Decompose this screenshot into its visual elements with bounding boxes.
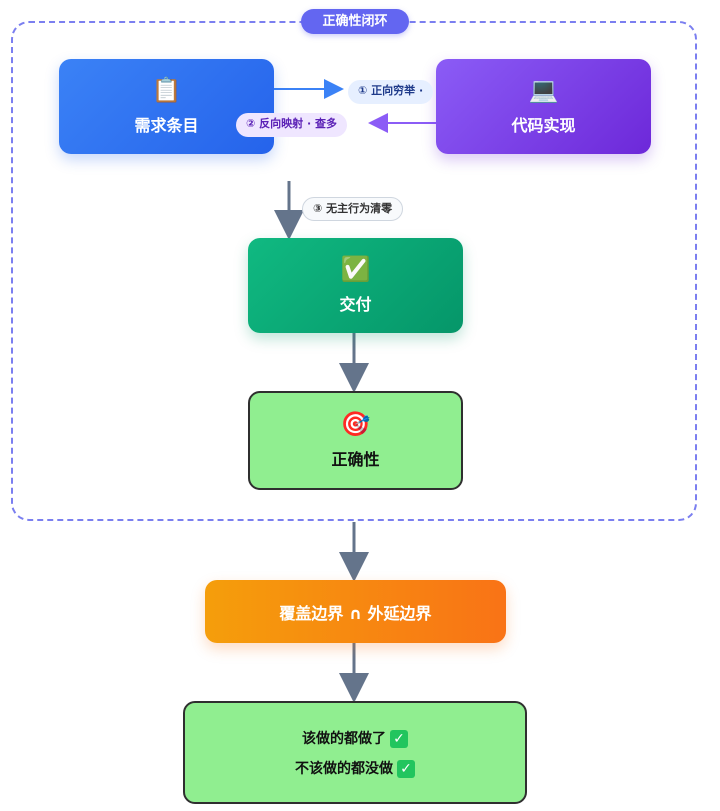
boundary-label: 覆盖边界 ∩ 外延边界 (279, 603, 432, 623)
check-mark-icon: ✓ (390, 729, 408, 748)
zero-edge-label: ③ 无主行为清零 (302, 197, 404, 221)
code-node: 💻 代码实现 (436, 59, 651, 154)
target-icon: 🎯 (340, 409, 371, 438)
check-mark-icon: ✅ (340, 254, 371, 283)
result-line-2-text: 不该做的都没做 (295, 760, 393, 777)
clipboard-icon: 📋 (151, 75, 182, 104)
correctness-label: 正确性 (331, 449, 380, 469)
reverse-edge-label: ② 反向映射 · 查多 (236, 113, 347, 137)
result-line-1-text: 该做的都做了 (302, 730, 386, 747)
delivery-label: 交付 (339, 294, 372, 314)
loop-title: 正确性闭环 (301, 9, 409, 34)
result-line-1: 该做的都做了✓ (302, 728, 408, 748)
correctness-node: 🎯 正确性 (248, 391, 463, 490)
delivery-node: ✅ 交付 (248, 238, 463, 333)
requirements-node: 📋 需求条目 (59, 59, 274, 154)
requirements-label: 需求条目 (134, 115, 199, 135)
laptop-icon: 💻 (528, 75, 559, 104)
code-label: 代码实现 (511, 115, 576, 135)
forward-edge-label: ① 正向穷举 · (348, 80, 434, 104)
result-line-2: 不该做的都没做✓ (295, 758, 415, 778)
result-node: 该做的都做了✓ 不该做的都没做✓ (183, 701, 527, 804)
boundary-node: 覆盖边界 ∩ 外延边界 (205, 580, 506, 643)
check-mark-icon: ✓ (397, 759, 415, 778)
